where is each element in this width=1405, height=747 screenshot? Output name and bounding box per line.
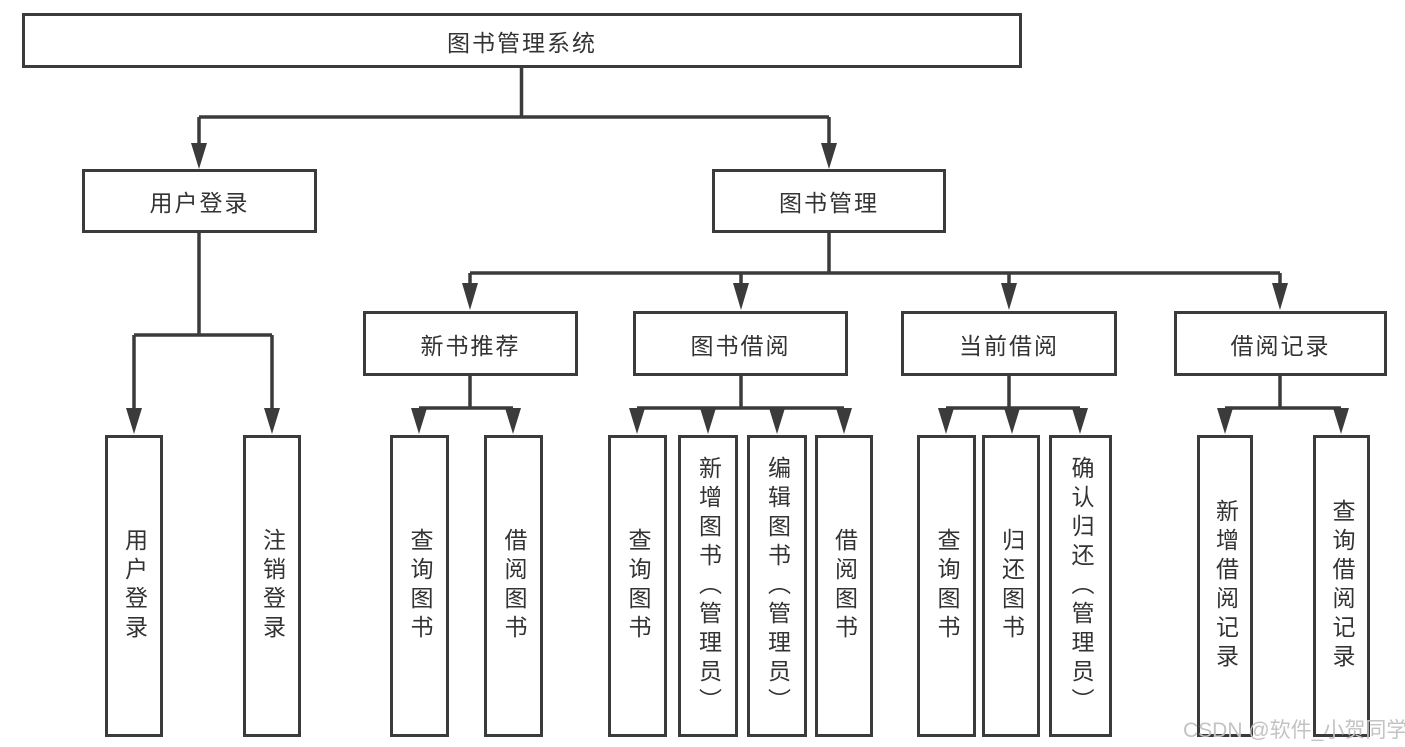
leaf-query-books-borrowing: 查询图书: [608, 435, 667, 737]
leaf-edit-books-admin: 编辑图书（管理员）: [747, 435, 807, 737]
leaf-query-borrow-record: 查询借阅记录: [1313, 435, 1370, 737]
edges-current-borrow-branch: [938, 376, 1088, 434]
leaf-query-books-newbooks: 查询图书: [390, 435, 449, 737]
arrow-down-icon: [462, 283, 1288, 310]
leaf-add-borrow-record: 新增借阅记录: [1197, 435, 1253, 737]
edges-user-login-branch: [126, 233, 280, 434]
node-new-book-recommend: 新书推荐: [363, 311, 578, 376]
arrow-down-icon: [1217, 408, 1349, 434]
edges-book-mgmt-branch: [462, 233, 1288, 310]
node-book-borrowing: 图书借阅: [633, 311, 848, 376]
arrow-down-icon: [629, 408, 852, 434]
node-book-management: 图书管理: [712, 169, 946, 233]
leaf-borrow-books-newbooks: 借阅图书: [484, 435, 543, 737]
leaf-add-books-admin: 新增图书（管理员）: [678, 435, 738, 737]
leaf-user-login: 用户登录: [105, 435, 163, 737]
arrow-down-icon: [191, 143, 837, 169]
node-user-login: 用户登录: [82, 169, 317, 233]
edges-borrow-records-branch: [1217, 376, 1349, 434]
leaf-borrow-books-borrowing: 借阅图书: [815, 435, 873, 737]
node-root-system: 图书管理系统: [22, 13, 1022, 68]
edges-root-branch: [191, 68, 837, 169]
leaf-logout: 注销登录: [243, 435, 301, 737]
csdn-watermark: CSDN @软件_小贺同学: [1183, 719, 1405, 742]
arrow-down-icon: [411, 408, 521, 434]
node-borrowing-records: 借阅记录: [1174, 311, 1387, 376]
arrow-down-icon: [938, 408, 1088, 434]
edges-new-books-branch: [411, 376, 521, 434]
node-current-borrowing: 当前借阅: [901, 311, 1117, 376]
leaf-confirm-return-admin: 确认归还（管理员）: [1049, 435, 1112, 737]
leaf-query-books-current: 查询图书: [917, 435, 976, 737]
leaf-return-books: 归还图书: [982, 435, 1040, 737]
edges-book-borrow-branch: [629, 376, 852, 434]
arrow-down-icon: [126, 408, 280, 434]
